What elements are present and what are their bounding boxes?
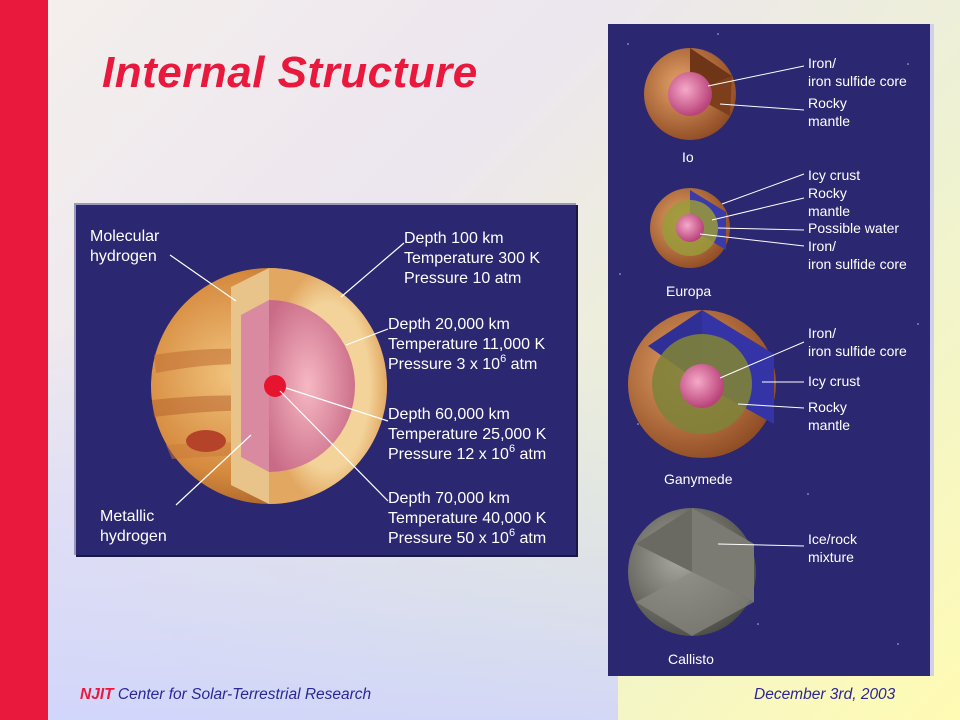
moons-cutaway-diagram: Iron/ iron sulfide core Rocky mantle Io … [619, 33, 919, 667]
layer1-depth: Depth 100 km [404, 230, 504, 247]
callisto-labels: Ice/rock mixture Callisto [668, 531, 858, 667]
ganymede-cutaway [628, 310, 776, 458]
europa-leader-lines [699, 173, 805, 247]
callisto-name: Callisto [668, 651, 714, 667]
jupiter-diagram-panel: Molecular hydrogen Metallic hydrogen Dep… [74, 203, 576, 555]
footer-brand: NJIT [80, 686, 114, 703]
europa-labels: Icy crust Rocky mantle Possible water Ir… [666, 167, 907, 299]
label-molecular-hydrogen-1: Molecular [90, 228, 160, 245]
ganymede-label-rocky: Rocky [808, 399, 847, 415]
left-accent-bar [0, 0, 48, 720]
layer2-pressure: Pressure 3 x 106 atm [388, 353, 537, 373]
starfield [619, 33, 919, 645]
io-cutaway [644, 48, 736, 140]
io-label-core-1: Iron/ [808, 55, 836, 71]
layer4-temperature: Temperature 40,000 K [388, 510, 547, 527]
ganymede-label-core-2: iron sulfide core [808, 343, 907, 359]
ganymede-label-icy-crust: Icy crust [808, 373, 860, 389]
jupiter-layer-labels: Depth 100 km Temperature 300 K Pressure … [388, 230, 547, 547]
layer3-pressure: Pressure 12 x 106 atm [388, 443, 546, 463]
layer3-temperature: Temperature 25,000 K [388, 426, 547, 443]
jupiter-cutaway-layers [231, 268, 387, 504]
europa-label-rocky: Rocky [808, 185, 847, 201]
ganymede-name: Ganymede [664, 471, 733, 487]
moons-diagram-panel: Iron/ iron sulfide core Rocky mantle Io … [608, 24, 934, 676]
label-molecular-hydrogen-2: hydrogen [90, 248, 157, 265]
callisto-label-2: mixture [808, 549, 854, 565]
ganymede-labels: Iron/ iron sulfide core Icy crust Rocky … [664, 325, 907, 487]
layer2-temperature: Temperature 11,000 K [388, 336, 545, 353]
layer1-pressure: Pressure 10 atm [404, 270, 521, 287]
io-leader-lines [707, 65, 805, 111]
jupiter-leader-lines [169, 242, 405, 506]
callisto-leader-lines [717, 543, 805, 547]
ganymede-leader-lines [719, 341, 805, 409]
io-label-mantle-1: Rocky [808, 95, 847, 111]
layer3-depth: Depth 60,000 km [388, 406, 510, 423]
great-red-spot [186, 430, 226, 452]
layer2-depth: Depth 20,000 km [388, 316, 510, 333]
jupiter-left-labels: Molecular hydrogen Metallic hydrogen [90, 228, 167, 545]
callisto-label-1: Ice/rock [808, 531, 858, 547]
label-metallic-hydrogen-1: Metallic [100, 508, 154, 525]
io-labels: Iron/ iron sulfide core Rocky mantle Io [682, 55, 907, 165]
footer-organization: NJIT Center for Solar-Terrestrial Resear… [80, 686, 371, 704]
slide-title: Internal Structure [102, 48, 478, 97]
europa-name: Europa [666, 283, 711, 299]
callisto-cutaway [628, 508, 756, 636]
europa-label-water: Possible water [808, 220, 899, 236]
io-label-mantle-2: mantle [808, 113, 850, 129]
label-metallic-hydrogen-2: hydrogen [100, 528, 167, 545]
ganymede-label-core-1: Iron/ [808, 325, 836, 341]
io-name: Io [682, 149, 694, 165]
footer-date: December 3rd, 2003 [754, 686, 896, 703]
layer1-temperature: Temperature 300 K [404, 250, 540, 267]
europa-cutaway [650, 188, 730, 268]
ganymede-label-mantle: mantle [808, 417, 850, 433]
io-label-core-2: iron sulfide core [808, 73, 907, 89]
europa-label-core-1: Iron/ [808, 238, 836, 254]
europa-label-icy-crust: Icy crust [808, 167, 860, 183]
jupiter-cutaway-diagram: Molecular hydrogen Metallic hydrogen Dep… [90, 228, 547, 547]
layer4-depth: Depth 70,000 km [388, 490, 510, 507]
europa-label-core-2: iron sulfide core [808, 256, 907, 272]
europa-label-mantle: mantle [808, 203, 850, 219]
footer-org-text: Center for Solar-Terrestrial Research [113, 686, 372, 703]
layer4-pressure: Pressure 50 x 106 atm [388, 527, 546, 547]
